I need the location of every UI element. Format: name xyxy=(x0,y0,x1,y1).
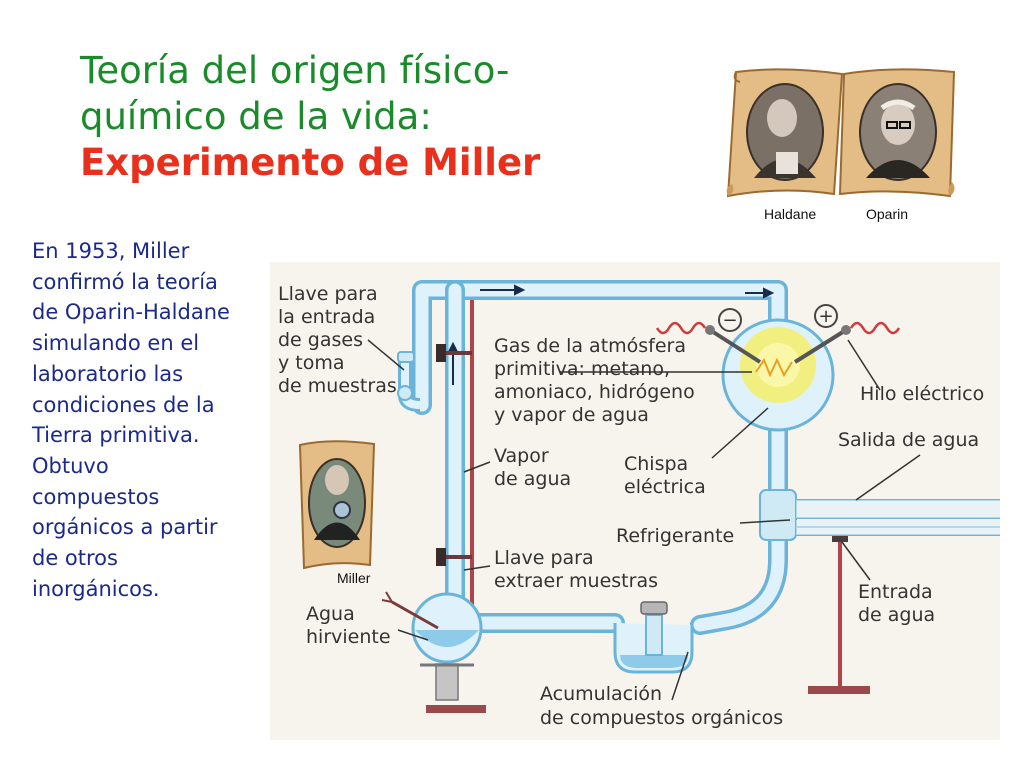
label-hilo-electrico: Hilo eléctrico xyxy=(860,383,984,405)
title-line-2: químico de la vida: xyxy=(80,95,432,138)
label-gas-atmosfera-1: Gas de la atmósfera xyxy=(494,335,686,357)
label-entrada-agua-1: Entrada xyxy=(858,581,933,603)
title-line-3: Experimento de Miller xyxy=(80,141,541,184)
page-title: Teoría del origen físico- químico de la … xyxy=(80,48,600,186)
label-agua-hirviente-2: hirviente xyxy=(306,626,391,648)
condenser xyxy=(759,489,1000,541)
haldane-portrait xyxy=(722,66,852,206)
plus-sign: + xyxy=(818,306,833,327)
label-chispa-2: eléctrica xyxy=(624,476,706,498)
oparin-portrait xyxy=(832,66,962,206)
label-llave-entrada-2: la entrada xyxy=(278,306,375,328)
label-llave-extraer-1: Llave para xyxy=(494,547,594,569)
label-acumulacion-1: Acumulación xyxy=(540,683,662,705)
sampling-trap xyxy=(613,601,694,674)
oparin-caption: Oparin xyxy=(866,206,909,222)
miller-apparatus-diagram: − + xyxy=(270,262,1000,740)
label-llave-entrada-1: Llave para xyxy=(278,283,378,305)
spark-flask: − + xyxy=(655,304,901,432)
minus-sign: − xyxy=(722,310,737,331)
label-llave-extraer-2: extraer muestras xyxy=(494,570,658,592)
label-salida-agua: Salida de agua xyxy=(838,429,979,451)
label-refrigerante: Refrigerante xyxy=(616,525,734,547)
label-acumulacion-2: de compuestos orgánicos xyxy=(540,707,783,729)
label-agua-hirviente-1: Agua xyxy=(306,603,355,625)
label-llave-entrada-3: de gases xyxy=(278,329,363,351)
label-chispa-1: Chispa xyxy=(624,453,688,475)
haldane-caption: Haldane xyxy=(764,206,817,222)
diagram-labels: Llave para la entrada de gases y toma de… xyxy=(278,283,984,729)
label-gas-atmosfera-3: amoniaco, hidrógeno xyxy=(494,381,695,403)
title-line-1: Teoría del origen físico- xyxy=(80,49,510,92)
miller-caption: Miller xyxy=(337,570,371,586)
label-vapor-1: Vapor xyxy=(494,445,549,467)
leader-lines xyxy=(367,339,921,701)
label-vapor-2: de agua xyxy=(494,468,571,490)
label-gas-atmosfera-2: primitiva: metano, xyxy=(494,358,670,380)
label-llave-entrada-4: y toma xyxy=(278,352,345,374)
label-gas-atmosfera-4: y vapor de agua xyxy=(494,404,649,426)
gas-inlet-valve xyxy=(397,351,421,412)
intro-paragraph: En 1953, Miller confirmó la teoría de Op… xyxy=(32,239,230,601)
label-llave-entrada-5: de muestras xyxy=(278,375,397,397)
label-entrada-agua-2: de agua xyxy=(858,604,935,626)
boiling-flask xyxy=(381,591,483,701)
miller-portrait xyxy=(298,440,376,570)
